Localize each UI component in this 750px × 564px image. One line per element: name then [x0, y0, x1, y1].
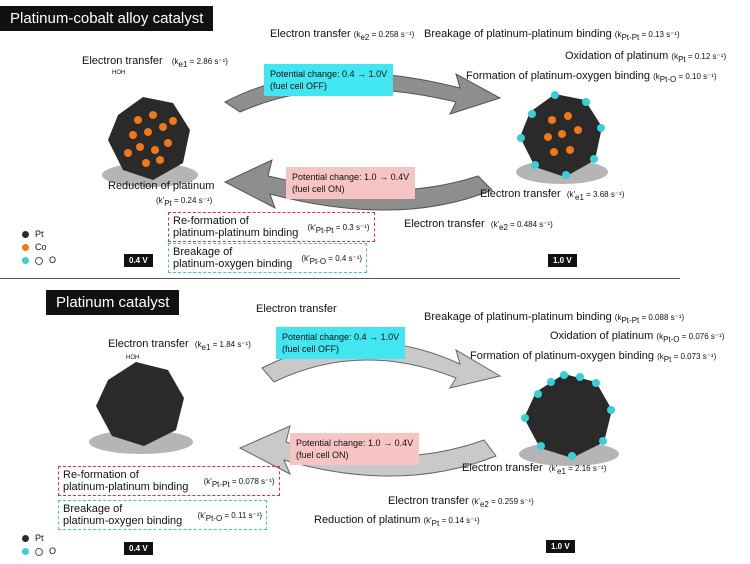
legend-pt-bottom: Pt: [22, 532, 56, 545]
top-voltage-left: 0.4 V: [124, 254, 153, 267]
bottom-electron-transfer-top: Electron transfer: [256, 303, 337, 315]
bottom-electron-transfer-left: Electron transfer (ke1 = 1.84 s⁻¹): [108, 338, 251, 353]
top-oxidation-pt: Oxidation of platinum (kPt = 0.12 s⁻¹): [565, 50, 727, 65]
bottom-breakage-pt-pt: Breakage of platinum-platinum binding (k…: [424, 311, 685, 326]
bottom-legend: Pt O: [22, 532, 56, 558]
bottom-reduction-pt: Reduction of platinum (k'Pt = 0.14 s⁻¹): [314, 514, 480, 529]
top-potential-off-box: Potential change: 0.4 → 1.0V (fuel cell …: [264, 64, 394, 96]
bottom-oxidation-pt: Oxidation of platinum (kPt-O = 0.076 s⁻¹…: [550, 330, 725, 345]
legend-o: O: [22, 254, 56, 267]
top-right-particle-image: [516, 91, 608, 184]
legend-o-bottom: O: [22, 545, 56, 558]
top-legend: Pt Co O: [22, 228, 56, 267]
top-breakage-pt-o-box: Breakage of platinum-oxygen binding (k'P…: [168, 243, 368, 273]
top-electron-transfer-right: Electron transfer (k'e1 = 3.68 s⁻¹): [480, 188, 625, 203]
top-formation-pt-o: Formation of platinum-oxygen binding (kP…: [466, 70, 717, 85]
top-reduction-pt-value: (k'Pt = 0.24 s⁻¹): [156, 196, 213, 209]
bottom-breakage-pt-o-box: Breakage of platinum-oxygen binding (k'P…: [58, 500, 268, 530]
top-panel-title: Platinum-cobalt alloy catalyst: [0, 6, 214, 31]
top-electron-transfer-top: Electron transfer (ke2 = 0.258 s⁻¹): [270, 28, 415, 43]
bottom-potential-off-box: Potential change: 0.4 → 1.0V (fuel cell …: [276, 327, 406, 359]
top-left-particle-image: [102, 97, 198, 187]
top-water-molecules: HOH: [112, 70, 126, 76]
top-reformation-pt-pt-box: Re-formation of platinum-platinum bindin…: [168, 212, 375, 242]
top-electron-transfer-bottom: Electron transfer (k'e2 = 0.484 s⁻¹): [404, 218, 553, 233]
panel-divider: [0, 278, 680, 279]
bottom-left-particle-image: [89, 362, 193, 454]
bottom-water-molecules: HOH: [126, 355, 140, 361]
legend-co: Co: [22, 241, 56, 254]
top-breakage-pt-pt: Breakage of platinum-platinum binding (k…: [424, 28, 680, 43]
top-reduction-pt: Reduction of platinum: [108, 180, 215, 192]
bottom-voltage-right: 1.0 V: [546, 540, 575, 553]
bottom-formation-pt-o: Formation of platinum-oxygen binding (kP…: [470, 350, 717, 365]
legend-pt: Pt: [22, 228, 56, 241]
bottom-right-particle-image: [519, 371, 619, 466]
bottom-reformation-pt-pt-box: Re-formation of platinum-platinum bindin…: [58, 466, 280, 496]
bottom-potential-on-box: Potential change: 1.0 → 0.4V (fuel cell …: [290, 433, 420, 465]
top-potential-on-box: Potential change: 1.0 → 0.4V (fuel cell …: [286, 167, 416, 199]
bottom-electron-transfer-right: Electron transfer (k'e1 = 2.16 s⁻¹): [462, 462, 607, 477]
top-electron-transfer-left: Electron transfer (ke1 = 2.86 s⁻¹): [82, 55, 228, 70]
bottom-panel-title: Platinum catalyst: [46, 290, 180, 315]
top-voltage-right: 1.0 V: [548, 254, 577, 267]
bottom-electron-transfer-bottom: Electron transfer (k'e2 = 0.259 s⁻¹): [388, 495, 534, 510]
bottom-voltage-left: 0.4 V: [124, 542, 153, 555]
